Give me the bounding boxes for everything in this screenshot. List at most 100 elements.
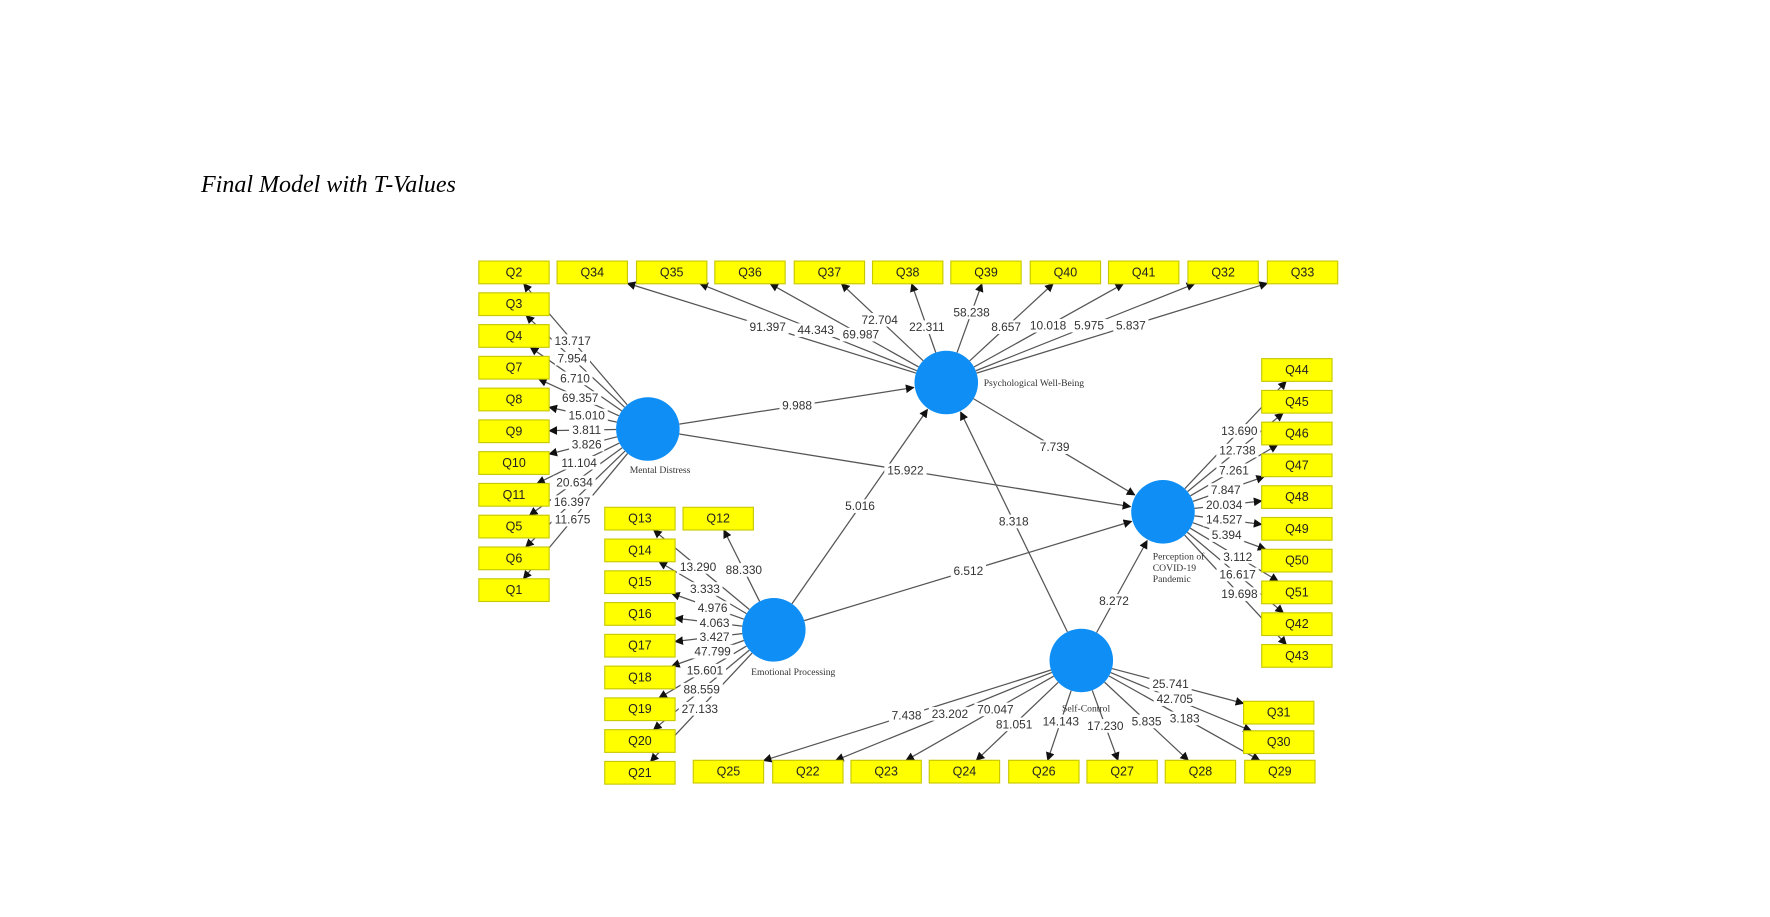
indicator-box[interactable]: [1008, 759, 1080, 784]
indicator-q31[interactable]: Q31: [1242, 700, 1315, 725]
indicator-q48[interactable]: Q48: [1261, 485, 1333, 509]
indicator-box[interactable]: [1029, 260, 1102, 285]
indicator-q13[interactable]: Q13: [604, 506, 676, 531]
indicator-q37[interactable]: Q37: [793, 260, 866, 285]
indicator-q46[interactable]: Q46: [1261, 421, 1333, 446]
indicator-box[interactable]: [714, 260, 786, 285]
indicator-q45[interactable]: Q45: [1261, 389, 1333, 414]
construct-sc[interactable]: [1049, 628, 1114, 693]
indicator-q33[interactable]: Q33: [1266, 260, 1339, 285]
indicator-q1[interactable]: Q1: [478, 578, 550, 603]
indicator-box[interactable]: [1164, 759, 1237, 784]
indicator-box[interactable]: [556, 260, 629, 285]
indicator-q43[interactable]: Q43: [1261, 644, 1333, 668]
indicator-box[interactable]: [604, 570, 676, 595]
indicator-box[interactable]: [478, 419, 550, 444]
indicator-q12[interactable]: Q12: [682, 506, 754, 531]
indicator-q40[interactable]: Q40: [1029, 260, 1102, 285]
indicator-box[interactable]: [871, 260, 944, 285]
indicator-q25[interactable]: Q25: [692, 759, 765, 784]
indicator-q10[interactable]: Q10: [478, 451, 550, 475]
indicator-q4[interactable]: Q4: [478, 324, 550, 348]
indicator-q11[interactable]: Q11: [478, 482, 550, 507]
indicator-q49[interactable]: Q49: [1261, 516, 1333, 541]
indicator-q16[interactable]: Q16: [604, 602, 676, 626]
indicator-box[interactable]: [1261, 612, 1333, 637]
indicator-q17[interactable]: Q17: [604, 633, 676, 658]
indicator-box[interactable]: [1187, 260, 1259, 285]
indicator-q9[interactable]: Q9: [478, 419, 550, 444]
indicator-q24[interactable]: Q24: [928, 759, 1001, 784]
indicator-q27[interactable]: Q27: [1086, 759, 1158, 784]
indicator-q3[interactable]: Q3: [478, 292, 550, 317]
indicator-box[interactable]: [1261, 453, 1333, 478]
indicator-box[interactable]: [478, 482, 550, 507]
indicator-box[interactable]: [478, 292, 550, 317]
indicator-q29[interactable]: Q29: [1244, 759, 1316, 784]
indicator-q26[interactable]: Q26: [1008, 759, 1080, 784]
indicator-q28[interactable]: Q28: [1164, 759, 1237, 784]
indicator-q6[interactable]: Q6: [478, 546, 550, 571]
indicator-box[interactable]: [604, 506, 676, 531]
indicator-box[interactable]: [604, 633, 676, 658]
indicator-box[interactable]: [604, 665, 676, 690]
construct-pcp[interactable]: [1131, 480, 1195, 544]
indicator-q2[interactable]: Q2: [478, 260, 550, 285]
indicator-q19[interactable]: Q19: [604, 697, 676, 722]
indicator-box[interactable]: [1242, 700, 1315, 725]
indicator-q50[interactable]: Q50: [1261, 548, 1333, 573]
indicator-box[interactable]: [478, 514, 550, 539]
indicator-q22[interactable]: Q22: [772, 759, 844, 784]
indicator-box[interactable]: [1261, 485, 1333, 509]
indicator-box[interactable]: [478, 355, 550, 380]
indicator-box[interactable]: [772, 759, 844, 784]
indicator-q36[interactable]: Q36: [714, 260, 786, 285]
indicator-box[interactable]: [1261, 389, 1333, 414]
construct-md[interactable]: [616, 397, 680, 461]
construct-pwb[interactable]: [914, 350, 979, 415]
indicator-box[interactable]: [682, 506, 754, 531]
indicator-q41[interactable]: Q41: [1107, 260, 1180, 285]
indicator-q34[interactable]: Q34: [556, 260, 629, 285]
indicator-q38[interactable]: Q38: [871, 260, 944, 285]
indicator-box[interactable]: [1261, 358, 1333, 382]
indicator-box[interactable]: [928, 759, 1001, 784]
indicator-box[interactable]: [1107, 260, 1180, 285]
indicator-box[interactable]: [478, 451, 550, 475]
indicator-q8[interactable]: Q8: [478, 387, 550, 412]
indicator-q44[interactable]: Q44: [1261, 358, 1333, 382]
indicator-box[interactable]: [692, 759, 765, 784]
indicator-box[interactable]: [478, 260, 550, 285]
indicator-box[interactable]: [1261, 516, 1333, 541]
indicator-box[interactable]: [793, 260, 866, 285]
construct-ep[interactable]: [742, 598, 806, 662]
indicator-box[interactable]: [950, 260, 1022, 285]
indicator-q51[interactable]: Q51: [1261, 580, 1333, 605]
indicator-box[interactable]: [1242, 730, 1315, 755]
indicator-box[interactable]: [478, 578, 550, 603]
indicator-q35[interactable]: Q35: [635, 260, 708, 285]
indicator-box[interactable]: [604, 697, 676, 722]
indicator-box[interactable]: [1261, 548, 1333, 573]
indicator-q21[interactable]: Q21: [604, 760, 676, 785]
indicator-box[interactable]: [604, 760, 676, 785]
indicator-q20[interactable]: Q20: [604, 729, 676, 753]
indicator-box[interactable]: [604, 538, 676, 563]
indicator-q32[interactable]: Q32: [1187, 260, 1259, 285]
indicator-box[interactable]: [1261, 580, 1333, 605]
indicator-box[interactable]: [850, 759, 922, 784]
indicator-box[interactable]: [604, 602, 676, 626]
indicator-q30[interactable]: Q30: [1242, 730, 1315, 755]
indicator-q23[interactable]: Q23: [850, 759, 922, 784]
indicator-q42[interactable]: Q42: [1261, 612, 1333, 637]
indicator-box[interactable]: [635, 260, 708, 285]
indicator-q47[interactable]: Q47: [1261, 453, 1333, 478]
indicator-box[interactable]: [1261, 644, 1333, 668]
indicator-box[interactable]: [604, 729, 676, 753]
indicator-q39[interactable]: Q39: [950, 260, 1022, 285]
indicator-box[interactable]: [1086, 759, 1158, 784]
indicator-box[interactable]: [478, 387, 550, 412]
indicator-box[interactable]: [478, 546, 550, 571]
indicator-box[interactable]: [1266, 260, 1339, 285]
indicator-box[interactable]: [478, 324, 550, 348]
